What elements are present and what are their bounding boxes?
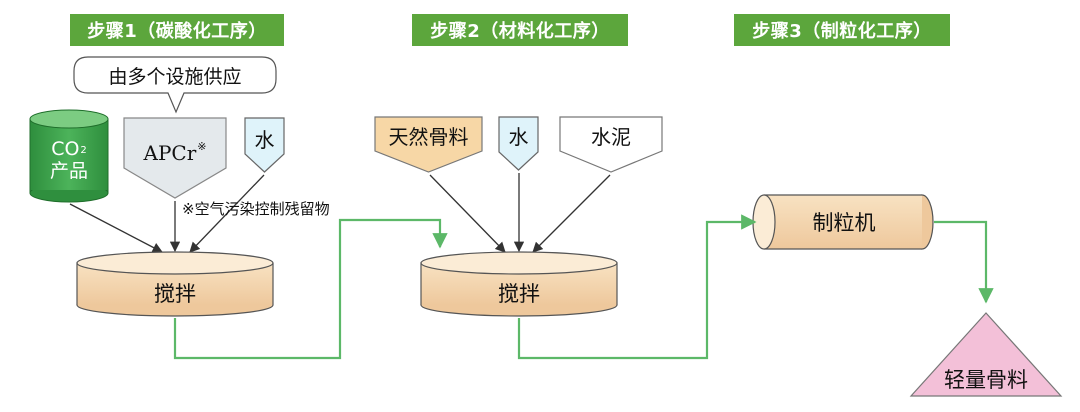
co2-product-text: 产品 xyxy=(49,160,88,182)
step-2-header: 步骤2（材料化工序） xyxy=(412,14,628,46)
water-label-step1: 水 xyxy=(254,127,275,152)
apcr-text: APCr xyxy=(143,141,197,165)
flow-granulator-to-product xyxy=(934,220,994,304)
flow-step1-to-step2 xyxy=(173,218,448,360)
apcr-shape xyxy=(123,117,227,199)
mixer-2-label: 搅拌 xyxy=(498,282,540,306)
mixer-1-label: 搅拌 xyxy=(154,282,196,306)
granulator-shape xyxy=(752,194,934,250)
mixer-1-shape xyxy=(76,251,274,317)
co2-formula: CO xyxy=(51,138,80,160)
co2-label: CO 2 产品 xyxy=(30,132,108,188)
water-label-step2: 水 xyxy=(508,124,529,149)
co2-cylinder xyxy=(29,109,109,203)
callout-bubble xyxy=(73,56,277,114)
callout-text: 由多个设施供应 xyxy=(108,65,242,88)
cement-shape xyxy=(559,116,663,173)
apcr-label: APCr ※ xyxy=(124,138,226,168)
aggregate-label: 天然骨料 xyxy=(388,124,469,149)
step-1-header: 步骤1（碳酸化工序） xyxy=(70,14,284,46)
product-label: 轻量骨料 xyxy=(944,368,1028,392)
aggregate-shape xyxy=(374,116,483,173)
flow-step2-to-step3 xyxy=(517,214,757,360)
granulator-label: 制粒机 xyxy=(812,211,876,235)
co2-subscript: 2 xyxy=(80,145,87,156)
mixer-2-shape xyxy=(420,251,618,317)
apcr-note: ※空气污染控制残留物 xyxy=(182,199,330,218)
product-triangle xyxy=(909,312,1063,397)
water-shape-step1 xyxy=(244,117,285,173)
apcr-mark: ※ xyxy=(197,140,207,153)
cement-label: 水泥 xyxy=(591,124,631,149)
water-shape-step2 xyxy=(498,116,539,171)
step-3-header: 步骤3（制粒化工序） xyxy=(734,14,950,46)
